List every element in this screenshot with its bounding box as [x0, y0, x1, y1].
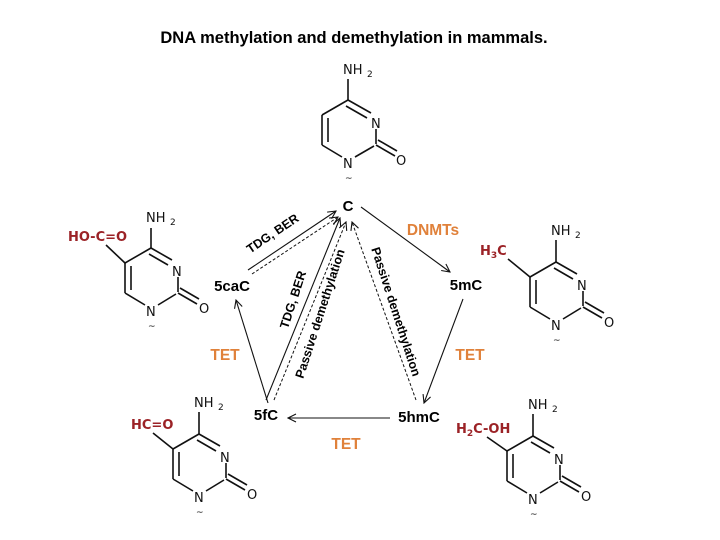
molecule-5hmc: H2C-OH NH 2 N N O ~: [456, 398, 591, 520]
wavy-bond: ~: [345, 174, 353, 184]
svg-text:~: ~: [553, 336, 561, 346]
oxo-label: O: [396, 154, 406, 169]
svg-text:2: 2: [552, 405, 558, 415]
node-5hmc: 5hmC: [398, 409, 440, 426]
label-passive-demethylation-5hmc: Passive demethylation: [368, 246, 423, 379]
svg-text:O: O: [247, 488, 257, 503]
svg-text:O: O: [581, 490, 591, 505]
svg-text:NH: NH: [194, 396, 214, 411]
svg-text:N: N: [554, 453, 564, 468]
svg-text:NH: NH: [146, 211, 166, 226]
n1-nitrogen: N: [343, 157, 353, 172]
molecule-cytosine: NH 2 N N O ~: [321, 63, 406, 184]
molecule-5mc: H3C NH 2 N N O ~: [480, 224, 614, 346]
svg-text:2: 2: [218, 403, 224, 413]
arrow-c-to-5mc: [360, 206, 450, 272]
svg-text:N: N: [577, 279, 587, 294]
formyl-group: HC=O: [131, 418, 173, 433]
svg-text:N: N: [194, 491, 204, 506]
enzyme-dnmts: DNMTs: [407, 222, 459, 239]
label-tdg-ber-5fc: TDG, BER: [277, 269, 309, 330]
svg-text:N: N: [146, 305, 156, 320]
diagram-title: DNA methylation and demethylation in mam…: [160, 29, 547, 47]
svg-text:O: O: [604, 316, 614, 331]
node-5fc: 5fC: [254, 407, 278, 424]
hydroxymethyl-group: H2C-OH: [456, 422, 510, 439]
svg-text:~: ~: [148, 322, 156, 332]
arrow-5cac-to-c: [247, 211, 336, 271]
svg-text:N: N: [172, 265, 182, 280]
carboxyl-group: HO-C=O: [68, 230, 127, 245]
svg-text:2: 2: [170, 218, 176, 228]
svg-text:NH: NH: [551, 224, 571, 239]
svg-text:N: N: [220, 451, 230, 466]
arrow-5mc-to-5hmc: [424, 298, 464, 403]
svg-text:O: O: [199, 302, 209, 317]
ring-nitrogen: N: [371, 117, 381, 132]
svg-text:~: ~: [530, 510, 538, 520]
svg-text:~: ~: [196, 508, 204, 518]
dashed-arrow-5hmc-to-c: [352, 222, 417, 401]
node-c: C: [343, 198, 354, 215]
arrow-5fc-to-c: [265, 218, 340, 401]
node-5cac: 5caC: [214, 278, 250, 295]
svg-text:N: N: [528, 493, 538, 508]
arrow-5fc-to-5cac: [236, 300, 269, 404]
label-tdg-ber-5cac: TDG, BER: [244, 211, 301, 256]
svg-text:2: 2: [575, 231, 581, 241]
enzyme-tet-5mc-5hmc: TET: [455, 347, 485, 364]
molecule-5fc: HC=O NH 2 N N O ~: [131, 396, 257, 518]
svg-text:2: 2: [367, 70, 373, 80]
enzyme-tet-5hmc-5fc: TET: [331, 436, 361, 453]
dashed-arrow-5fc-to-c: [273, 222, 346, 401]
molecule-5cac: HO-C=O NH 2 N N O ~: [68, 211, 209, 332]
amine-label: NH: [343, 63, 363, 78]
dashed-arrow-5cac-to-c: [251, 217, 338, 275]
methyl-group: H3C: [480, 244, 507, 261]
node-5mc: 5mC: [450, 277, 483, 294]
svg-text:N: N: [551, 319, 561, 334]
enzyme-tet-5fc-5cac: TET: [210, 347, 240, 364]
svg-text:NH: NH: [528, 398, 548, 413]
